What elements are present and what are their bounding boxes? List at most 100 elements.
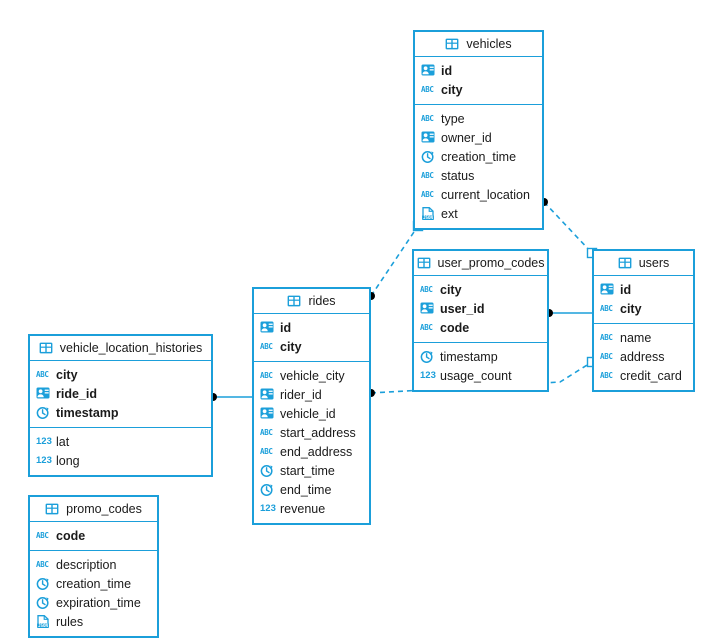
table-header-vehicle_location_histories[interactable]: vehicle_location_histories (30, 336, 211, 361)
abc-text-icon: ABC (600, 352, 613, 361)
field-row[interactable]: ABC end_address (254, 442, 369, 461)
abc-text-icon: ABC (36, 370, 49, 379)
field-row[interactable]: vehicle_id (254, 404, 369, 423)
table-icon (417, 257, 432, 270)
123-number-icon: 123 (420, 370, 436, 381)
field-name: name (620, 330, 652, 345)
field-row[interactable]: ABC address (594, 347, 693, 366)
field-name: address (620, 349, 665, 364)
table-icon (45, 503, 60, 516)
field-name: rider_id (280, 387, 322, 402)
abc-text-icon: ABC (420, 323, 433, 332)
field-name: revenue (280, 501, 326, 516)
field-row[interactable]: creation_time (30, 574, 157, 593)
table-header-rides[interactable]: rides (254, 289, 369, 314)
table-header-users[interactable]: users (594, 251, 693, 276)
field-name: end_address (280, 444, 353, 459)
field-name: city (440, 282, 462, 297)
field-row[interactable]: ABC city (30, 365, 211, 384)
json-file-icon: JSON (36, 615, 51, 628)
clock-icon (36, 577, 51, 590)
field-name: lat (56, 434, 70, 449)
123-number-icon: 123 (260, 503, 276, 514)
abc-text-icon: ABC (600, 371, 613, 380)
abc-text-icon: ABC (421, 114, 434, 123)
id-card-icon (600, 283, 615, 296)
field-name: city (441, 82, 463, 97)
relationship-line (370, 225, 419, 297)
field-name: vehicle_city (280, 368, 345, 383)
field-name: usage_count (440, 368, 512, 383)
field-row[interactable]: 123 revenue (254, 499, 369, 518)
field-row[interactable]: creation_time (415, 147, 542, 166)
abc-text-icon: ABC (260, 371, 273, 380)
field-row[interactable]: owner_id (415, 128, 542, 147)
table-header-promo_codes[interactable]: promo_codes (30, 497, 157, 522)
table-header-user_promo_codes[interactable]: user_promo_codes (414, 251, 547, 276)
field-row[interactable]: rider_id (254, 385, 369, 404)
field-row[interactable]: timestamp (30, 403, 211, 422)
field-row[interactable]: user_id (414, 299, 547, 318)
abc-text-icon: ABC (36, 531, 49, 540)
field-name: owner_id (441, 130, 492, 145)
field-row[interactable]: ride_id (30, 384, 211, 403)
field-row[interactable]: ABC vehicle_city (254, 366, 369, 385)
field-row[interactable]: expiration_time (30, 593, 157, 612)
field-row[interactable]: id (254, 318, 369, 337)
123-number-icon: 123 (36, 436, 52, 447)
relationship-vehicle_location_histories-to-rides[interactable] (209, 393, 252, 401)
clock-icon (421, 150, 436, 163)
field-name: city (56, 367, 78, 382)
field-row[interactable]: end_time (254, 480, 369, 499)
field-row[interactable]: id (594, 280, 693, 299)
relationship-user_promo_codes-to-users[interactable] (545, 309, 592, 317)
table-name: user_promo_codes (437, 256, 545, 270)
field-row[interactable]: id (415, 61, 542, 80)
abc-text-icon: ABC (600, 304, 613, 313)
table-icon (618, 257, 633, 270)
field-row[interactable]: ABC city (594, 299, 693, 318)
field-row[interactable]: start_time (254, 461, 369, 480)
table-icon (445, 38, 460, 51)
field-row[interactable]: 123 usage_count (414, 366, 547, 385)
field-row[interactable]: timestamp (414, 347, 547, 366)
primary-key-section: ABC code (30, 522, 157, 551)
field-name: code (440, 320, 470, 335)
field-row[interactable]: ABC code (30, 526, 157, 545)
field-name: code (56, 528, 86, 543)
table-icon (39, 342, 54, 355)
field-row[interactable]: 123 lat (30, 432, 211, 451)
id-card-icon (260, 407, 275, 420)
abc-text-icon: ABC (260, 447, 273, 456)
field-name: city (620, 301, 642, 316)
table-icon (287, 295, 302, 308)
field-row[interactable]: ABC code (414, 318, 547, 337)
table-header-vehicles[interactable]: vehicles (415, 32, 542, 57)
